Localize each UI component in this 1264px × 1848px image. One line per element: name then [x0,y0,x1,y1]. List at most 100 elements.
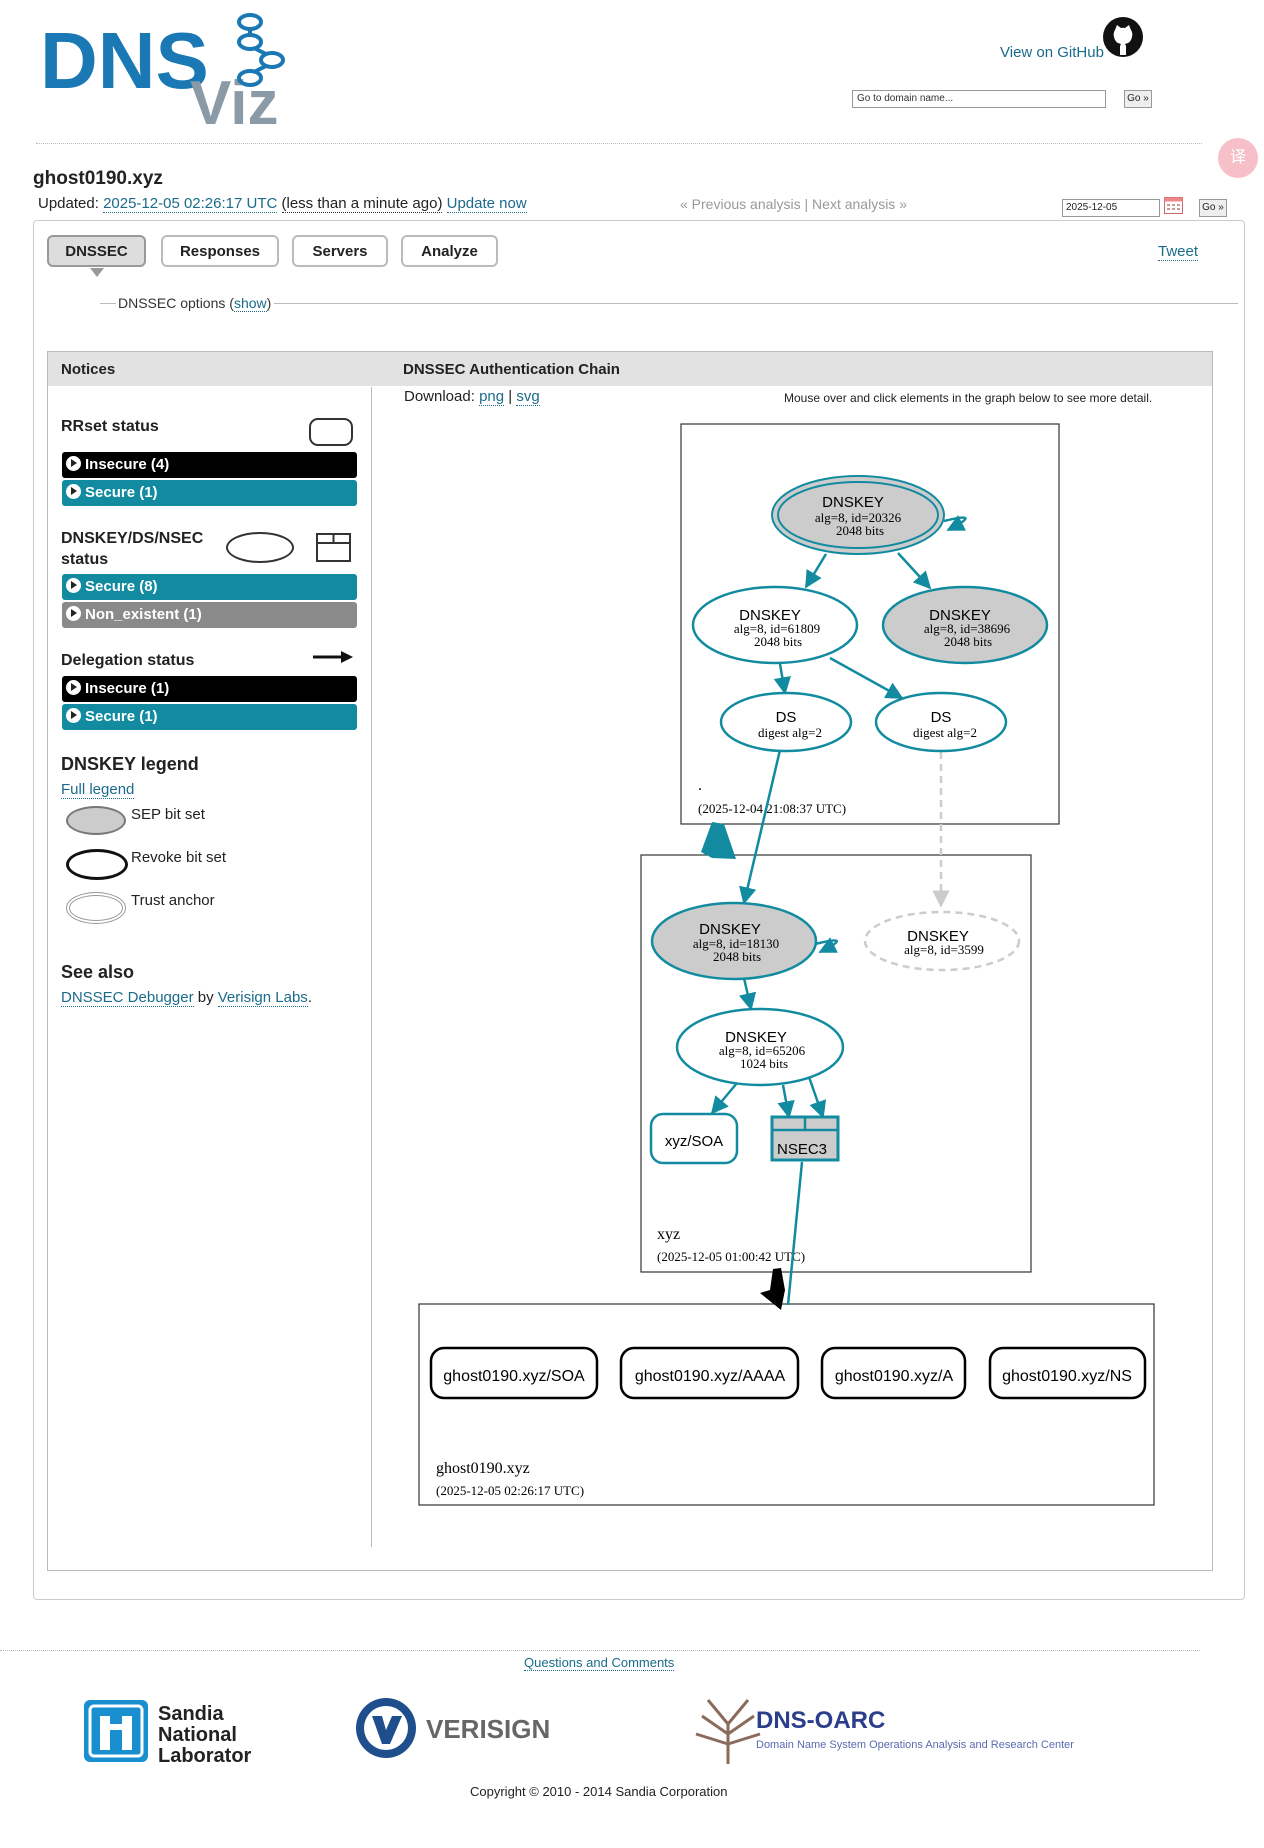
expand-icon [66,606,81,621]
root-zsk2-line2: 2048 bits [944,634,992,649]
root-ksk-line2: 2048 bits [836,523,884,538]
download-png-link[interactable]: png [479,388,505,406]
root-zsk1-node[interactable]: DNSKEY alg=8, id=61809 2048 bits [691,585,859,665]
ghost-soa-node[interactable]: ghost0190.xyz/SOA [429,1346,599,1400]
calendar-icon[interactable] [1164,196,1183,214]
dnskey-shape-icon [226,532,294,563]
edge-zsk-nsec3-b [807,1076,827,1119]
notices-heading: Notices [61,361,116,378]
copyright-text: Copyright © 2010 - 2014 Sandia Corporati… [470,1784,728,1799]
xyz-missing-dnskey-node[interactable]: DNSKEY alg=8, id=3599 [863,910,1021,972]
questions-comments-link[interactable]: Questions and Comments [524,1655,675,1671]
oarc-tree-graphic [695,1699,761,1764]
root-zone-time: (2025-12-04 21:08:37 UTC) [698,801,846,816]
translate-icon[interactable]: 译 [1218,138,1258,178]
xyz-soa-label: xyz/SOA [665,1133,723,1150]
delegation-status-heading: Delegation status [61,652,195,669]
dnssec-authentication-graph[interactable]: . (2025-12-04 21:08:37 UTC) xyz (2025-12… [400,410,1190,1520]
xyz-nsec3-label: NSEC3 [777,1141,827,1158]
updated-ago: (less than a minute ago) [281,195,443,213]
rrset-insecure-bar[interactable]: Insecure (4) [62,452,357,478]
dnssec-options-show-link[interactable]: show [233,295,267,312]
chain-heading: DNSSEC Authentication Chain [403,361,620,378]
dns-oarc-logo[interactable]: DNS-OARC Domain Name System Operations A… [688,1694,1118,1768]
verisign-wordmark: VERISIGN [426,1714,550,1744]
expand-icon [66,708,81,723]
rrset-insecure-label: Insecure (4) [85,456,170,473]
verisign-logo[interactable]: VERISIGN [354,1690,566,1766]
revoke-bit-legend-icon [66,849,128,880]
download-svg-link[interactable]: svg [516,388,540,406]
sandia-line2: National [158,1724,237,1746]
oarc-title: DNS-OARC [756,1707,885,1734]
date-go-button[interactable]: Go » [1199,199,1227,217]
root-ksk-title: DNSKEY [822,494,884,511]
delegation-insecure-bar[interactable]: Insecure (1) [62,676,357,702]
root-ds2-line1: digest alg=2 [913,725,977,740]
github-icon[interactable] [1102,16,1144,58]
dnskey-nonexistent-bar[interactable]: Non_existent (1) [62,602,357,628]
sep-bit-label: SEP bit set [131,806,205,823]
xyz-ksk-node[interactable]: DNSKEY alg=8, id=18130 2048 bits [650,901,818,981]
full-legend-link[interactable]: Full legend [61,781,135,799]
results-box [47,351,1213,1571]
updated-line: Updated: 2025-12-05 02:26:17 UTC (less t… [38,195,527,213]
xyz-zsk-title: DNSKEY [725,1029,787,1046]
ghost-zone-box [418,1303,1155,1506]
tab-responses[interactable]: Responses [161,235,279,267]
root-zsk2-title: DNSKEY [929,607,991,624]
updated-time-link[interactable]: 2025-12-05 02:26:17 UTC [103,195,278,213]
root-ds1-title: DS [776,709,797,726]
rrset-secure-bar[interactable]: Secure (1) [62,480,357,506]
xyz-nsec3-node[interactable]: NSEC3 [770,1115,840,1162]
xyz-delegation-arrow [760,1268,785,1310]
see-also-heading: See also [61,962,135,982]
ghost-a-label: ghost0190.xyz/A [835,1368,954,1385]
root-ksk-node[interactable]: DNSKEY alg=8, id=20326 2048 bits [771,475,945,555]
xyz-zone-name: xyz [657,1226,680,1243]
dnssec-options-label: DNSSEC options ( [118,295,234,311]
results-header-bar [48,352,1212,386]
main-panel [33,220,1245,1600]
root-ds2-title: DS [931,709,952,726]
dnsviz-logo[interactable]: DNS Viz [40,12,320,132]
ghost-ns-node[interactable]: ghost0190.xyz/NS [988,1346,1147,1400]
xyz-soa-node[interactable]: xyz/SOA [649,1112,739,1165]
ghost-soa-label: ghost0190.xyz/SOA [443,1368,585,1385]
tweet-link[interactable]: Tweet [1158,243,1199,261]
ghost-a-node[interactable]: ghost0190.xyz/A [820,1346,967,1400]
tab-dnssec[interactable]: DNSSEC [47,235,146,267]
tab-servers[interactable]: Servers [292,235,388,267]
dnskey-secure-bar[interactable]: Secure (8) [62,574,357,600]
edge-ds1-xyz-ksk [739,749,782,905]
ghost-aaaa-node[interactable]: ghost0190.xyz/AAAA [619,1346,800,1400]
root-ds1-node[interactable]: DS digest alg=2 [719,691,853,753]
root-ds1-line1: digest alg=2 [758,725,822,740]
dnssec-options: DNSSEC options (show) [118,295,271,312]
verisign-labs-link[interactable]: Verisign Labs [217,989,308,1007]
delegation-arrow-icon [313,651,353,663]
github-link[interactable]: View on GitHub [1000,44,1104,61]
sandia-logo[interactable]: Sandia National Laboratories [82,1692,252,1768]
oarc-subtitle: Domain Name System Operations Analysis a… [756,1739,1074,1751]
update-now-link[interactable]: Update now [446,195,527,213]
sep-bit-legend-icon [66,806,126,835]
logo-viz-text: Viz [190,69,278,132]
analysis-date-input[interactable]: 2025-12-05 [1062,199,1160,217]
root-zsk2-node[interactable]: DNSKEY alg=8, id=38696 2048 bits [881,585,1049,665]
sandia-line1: Sandia [158,1703,224,1725]
xyz-zsk-line1: alg=8, id=65206 [719,1043,806,1058]
dnskey-nonexistent-label: Non_existent (1) [85,606,202,623]
xyz-missing-title: DNSKEY [907,928,969,945]
xyz-zsk-node[interactable]: DNSKEY alg=8, id=65206 1024 bits [675,1007,845,1087]
root-ds2-node[interactable]: DS digest alg=2 [874,691,1008,753]
root-zone-name: . [698,777,702,794]
domain-search-input[interactable]: Go to domain name... [852,90,1106,108]
search-go-button[interactable]: Go » [1124,90,1152,108]
delegation-secure-bar[interactable]: Secure (1) [62,704,357,730]
previous-analysis-link[interactable]: « Previous analysis [680,196,801,212]
next-analysis-link[interactable]: Next analysis » [812,196,907,212]
see-also-by: by [197,989,214,1006]
tab-analyze[interactable]: Analyze [401,235,498,267]
dnssec-debugger-link[interactable]: DNSSEC Debugger [61,989,194,1007]
